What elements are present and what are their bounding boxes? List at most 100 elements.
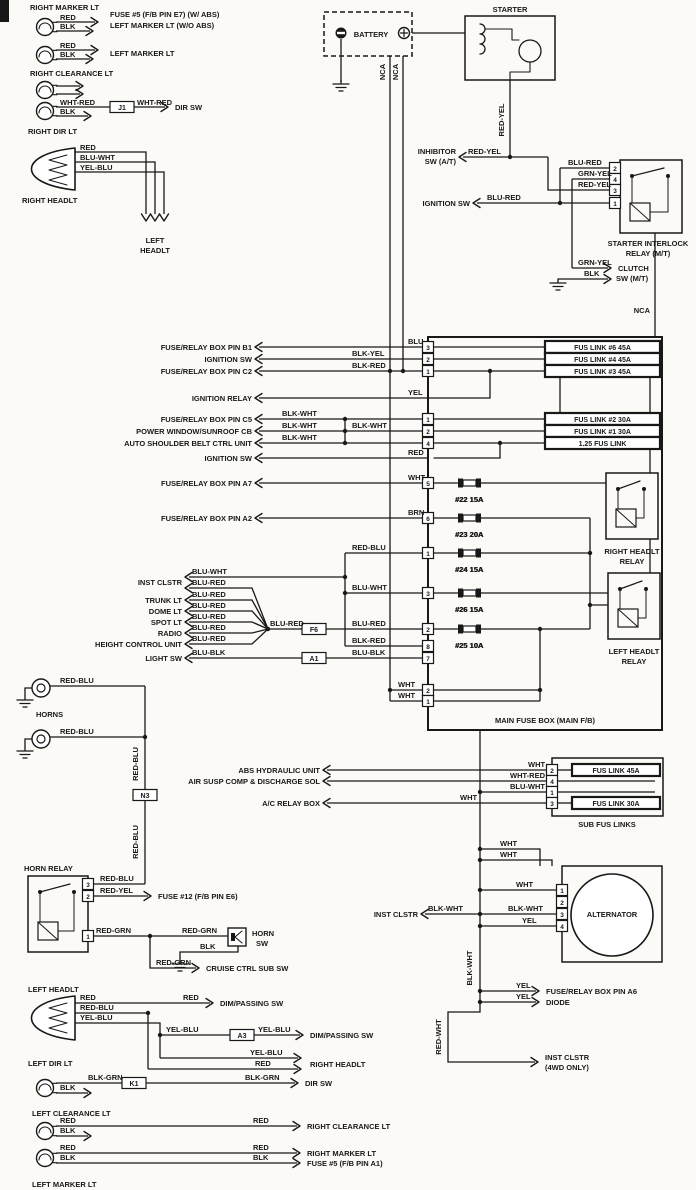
connector-arrow-icon <box>90 16 99 28</box>
connector-arrow-icon <box>293 1063 302 1075</box>
pin-number: 5 <box>426 481 430 488</box>
junction-dot <box>157 1032 163 1038</box>
wire <box>259 371 491 399</box>
bulb-filament-icon <box>38 1153 52 1161</box>
connector-arrow-icon <box>472 197 481 209</box>
junction-dot <box>477 923 483 929</box>
relay-wire-icon <box>57 893 75 932</box>
diagram-label: INHIBITOR <box>418 147 457 156</box>
connector-arrow-icon <box>75 80 84 92</box>
diagram-label: RED-YEL <box>100 886 133 895</box>
connector-arrow-icon <box>85 53 94 65</box>
bulb-lead-icon <box>51 21 58 33</box>
diagram-label: FUSE/RELAY BOX PIN B1 <box>161 343 252 352</box>
bulb-icon <box>35 45 55 65</box>
diagram-label: SW (M/T) <box>616 274 649 283</box>
diagram-label: BLU-RED <box>352 619 386 628</box>
fuse-icon <box>458 478 463 488</box>
fuse-link-box <box>543 363 662 379</box>
pin-number: 3 <box>86 882 90 889</box>
fuse-icon <box>476 588 481 598</box>
connector-tag-label: A1 <box>310 656 319 663</box>
diagram-label: BLU-RED <box>192 623 226 632</box>
bulb-filament-icon <box>38 22 52 30</box>
diagram-label: RED-YEL <box>497 103 506 136</box>
bulb-filament-icon <box>38 85 52 93</box>
fuse-label: #24 15A <box>455 565 484 574</box>
diagram-label: BLK-WHT <box>282 433 317 442</box>
diagram-label: YEL-BLU <box>80 1013 113 1022</box>
connector-arrow-icon <box>191 962 200 974</box>
diagram-label: RED-YEL <box>468 147 501 156</box>
pin-number: 1 <box>426 417 430 424</box>
fuse-icon <box>476 624 481 634</box>
diagram-label: AUTO SHOULDER BELT CTRL UNIT <box>124 439 252 448</box>
bulb-icon <box>35 17 55 37</box>
diagram-label: BLK <box>60 50 76 59</box>
diagram-label: HEADLT <box>140 246 170 255</box>
fuse-icon <box>458 548 463 558</box>
diagram-label: RED-BLU <box>131 747 140 781</box>
diagram-label: CLUTCH <box>618 264 649 273</box>
bulb-lead-icon <box>51 84 58 96</box>
diagram-label: BLK <box>60 1083 76 1092</box>
junction-dot <box>537 626 543 632</box>
fuse-icon <box>462 625 477 633</box>
diagram-label: RIGHT CLEARANCE LT <box>30 69 114 78</box>
diagram-label: BLK <box>60 107 76 116</box>
connector-arrow-icon <box>149 213 161 222</box>
relay-wire-icon <box>649 177 669 213</box>
connector-arrow-icon <box>322 764 331 776</box>
pin-box <box>421 694 435 708</box>
diagram-label: DOME LT <box>149 607 183 616</box>
relay-contact-icon <box>642 487 646 491</box>
diagram-label: STARTER <box>493 5 528 14</box>
diagram-label: #26 15A <box>455 605 484 614</box>
fuse-icon <box>458 513 463 523</box>
pin-box <box>608 196 622 210</box>
diagram-label: RELAY <box>620 557 645 566</box>
connector-arrow-icon <box>184 571 193 583</box>
diagram-label: BLK <box>253 1153 269 1162</box>
junction-dot <box>537 687 543 693</box>
pin-box <box>555 883 569 897</box>
pin-number: 4 <box>613 177 617 184</box>
diagram-label: BLU-BLK <box>352 648 386 657</box>
connector-arrow-icon <box>90 44 99 56</box>
horn-switch-icon <box>234 930 243 944</box>
diagram-label: BLU <box>408 337 423 346</box>
junction-dot <box>477 846 483 852</box>
connector-arrow-icon <box>184 594 193 606</box>
wire <box>75 161 156 214</box>
connector-tag-label: A3 <box>238 1033 247 1040</box>
bulb-icon <box>35 1148 55 1168</box>
left-headlt-relay <box>607 572 661 640</box>
diagram-label: MAIN FUSE BOX (MAIN F/B) <box>495 716 595 725</box>
diagram-label: WHT <box>398 691 415 700</box>
bulb-icon <box>35 101 55 121</box>
pin-number: 2 <box>426 688 430 695</box>
diagram-label: BLU-RED <box>487 193 521 202</box>
diagram-label: WHT <box>408 473 425 482</box>
diagram-label: DIR SW <box>305 1079 333 1088</box>
starter-wire-icon <box>484 28 520 41</box>
relay-switch-icon <box>617 480 641 490</box>
fuse-link-label: FUS LINK #4 45A <box>574 357 631 364</box>
fuse-link-label: FUS LINK 45A <box>592 768 639 775</box>
connector-arrow-icon <box>83 1087 92 1099</box>
connector-arrow-icon <box>254 341 263 353</box>
junction-dot <box>487 368 493 374</box>
connector-arrow-icon <box>160 101 169 113</box>
connector-arrow-icon <box>184 616 193 628</box>
diagram-label: BLU-WHT <box>192 567 227 576</box>
connector-arrow-icon <box>292 1147 301 1159</box>
diagram-label: BLK-GRN <box>245 1073 280 1082</box>
pin-number: 2 <box>613 166 617 173</box>
pin-box <box>421 639 435 653</box>
diagram-label: YEL-BLU <box>250 1048 283 1057</box>
diagram-label: #23 20A <box>455 530 484 539</box>
diagram-label: RIGHT HEADLT <box>22 196 78 205</box>
diagram-label: ABS HYDRAULIC UNIT <box>238 766 320 775</box>
diagram-label: IGNITION SW <box>205 355 253 364</box>
connector-arrow-icon <box>75 88 84 100</box>
